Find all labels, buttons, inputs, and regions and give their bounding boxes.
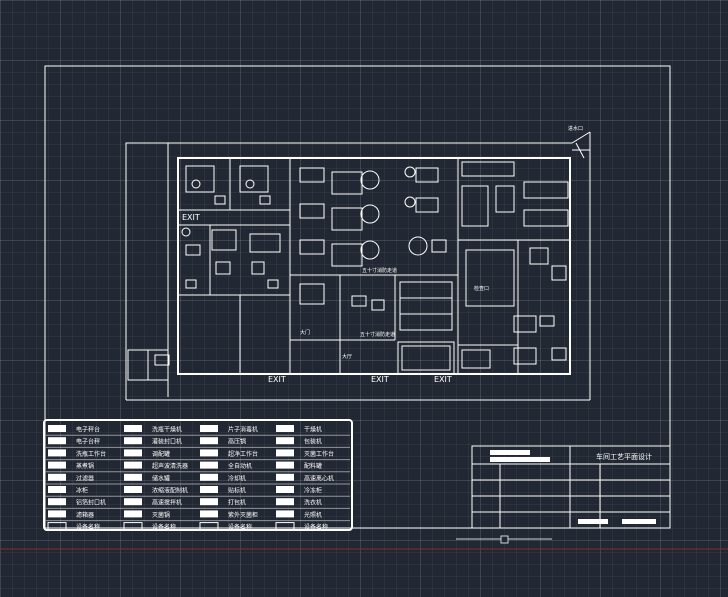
exit-label-3: EXIT xyxy=(371,375,389,384)
legend-item-name: 铝箔封口机 xyxy=(76,499,106,507)
legend-item-name: 贴标机 xyxy=(228,487,246,495)
legend-code-box xyxy=(200,425,218,432)
corridor-label-1: 五十寸消防走道 xyxy=(362,267,397,274)
legend-item-name: 配料罐 xyxy=(304,462,322,470)
legend-item-name: 包装机 xyxy=(304,438,322,446)
legend-code-box xyxy=(48,425,66,432)
legend-item-name: 过滤器 xyxy=(76,474,94,482)
legend-item-name: 全自动机 xyxy=(228,462,252,470)
legend-item-name: 干燥机 xyxy=(304,426,322,434)
legend-item-name: 调配罐 xyxy=(152,450,170,458)
legend-code-box xyxy=(276,449,294,457)
legend-code-box xyxy=(200,473,218,481)
legend-item-name: 片子消毒机 xyxy=(228,426,258,434)
equipment-group-right xyxy=(461,161,569,369)
legend-item-name: 超声波清洗器 xyxy=(152,462,188,470)
legend-item-name: 光照机 xyxy=(304,511,322,519)
legend-code-box xyxy=(275,522,295,531)
room-label-1: 大门 xyxy=(300,329,310,336)
legend-code-box xyxy=(200,498,218,506)
legend-code-box xyxy=(276,486,294,493)
legend-code-box xyxy=(48,498,66,506)
room-label-2: 大厅 xyxy=(342,353,352,360)
legend-item-name: 洗衣机 xyxy=(304,499,322,507)
equipment-group-lab xyxy=(181,165,281,289)
legend-code-box xyxy=(123,522,143,531)
legend-item-name: 高速搅拌机 xyxy=(152,499,182,507)
legend-code-box xyxy=(124,473,142,481)
legend-code-box xyxy=(48,461,66,469)
legend-code-box xyxy=(276,437,294,445)
legend-header-cell: 设备名称 xyxy=(228,523,252,531)
legend-item-name: 紫外灭菌柜 xyxy=(228,511,258,519)
inlet-label: 进水口 xyxy=(568,125,583,132)
legend-code-box xyxy=(200,510,218,518)
legend-header-cell: 设备名称 xyxy=(152,523,176,531)
legend-code-box xyxy=(124,461,142,469)
legend-item-name: 电子台秤 xyxy=(76,438,100,446)
legend-code-box xyxy=(276,461,294,469)
room-label-3: 检查口 xyxy=(474,285,489,292)
legend-item-name: 高速离心机 xyxy=(304,474,334,482)
legend-code-box xyxy=(200,449,218,457)
legend-item-name: 超净工作台 xyxy=(228,450,258,458)
legend-code-box xyxy=(276,510,294,518)
legend-code-box xyxy=(48,449,66,457)
legend-item-name: 冷冻柜 xyxy=(304,487,322,495)
legend-code-box xyxy=(200,486,218,493)
exit-label-1: EXIT xyxy=(182,213,200,222)
legend-item-name: 浓缩液配制机 xyxy=(152,487,188,495)
legend-item-name: 储水罐 xyxy=(152,474,170,482)
legend-code-box xyxy=(276,498,294,506)
exit-label-2: EXIT xyxy=(268,375,286,384)
legend-item-name: 灌装封口机 xyxy=(152,438,182,446)
legend-code-box xyxy=(47,522,67,531)
legend-item-name: 打包机 xyxy=(228,499,246,507)
legend-code-box xyxy=(124,510,142,518)
legend-header-cell: 设备名称 xyxy=(76,523,100,531)
legend-code-box xyxy=(124,486,142,493)
legend-code-box xyxy=(124,449,142,457)
drawing-title: 车间工艺平面设计 xyxy=(596,452,652,461)
legend-code-box xyxy=(276,425,294,432)
workshop-walls xyxy=(127,157,571,381)
legend-item-name: 电子秤台 xyxy=(76,426,100,434)
horizontal-scrollbar[interactable] xyxy=(456,535,552,544)
legend-item-name: 蒸煮锅 xyxy=(76,462,94,470)
drawing-frame xyxy=(44,65,671,529)
legend-item-name: 滤箱器 xyxy=(76,511,94,519)
legend-code-box xyxy=(48,510,66,518)
building-outline xyxy=(125,131,591,401)
legend-header-cell: 设备名称 xyxy=(304,523,328,531)
legend-code-box xyxy=(276,473,294,481)
legend-code-box xyxy=(200,461,218,469)
equipment-group-tanks xyxy=(299,166,447,267)
legend-item-name: 高压锅 xyxy=(228,438,246,446)
equipment-legend-table xyxy=(43,419,353,531)
equipment-group-packaging xyxy=(299,281,453,371)
legend-code-box xyxy=(48,473,66,481)
legend-item-name: 冰柜 xyxy=(76,487,88,495)
legend-code-box xyxy=(48,486,66,493)
exit-label-4: EXIT xyxy=(434,375,452,384)
title-block xyxy=(471,445,671,529)
legend-code-box xyxy=(200,437,218,445)
legend-code-box xyxy=(48,437,66,445)
legend-code-box xyxy=(124,425,142,432)
legend-item-name: 灭菌锅 xyxy=(152,511,170,519)
legend-code-box xyxy=(199,522,219,531)
legend-item-name: 洗瓶干燥机 xyxy=(152,426,182,434)
legend-item-name: 灭菌工作台 xyxy=(304,450,334,458)
legend-code-box xyxy=(124,498,142,506)
corridor-label-2: 五十寸消防走道 xyxy=(360,331,395,338)
legend-item-name: 洗瓶工作台 xyxy=(76,450,106,458)
legend-item-name: 冷却机 xyxy=(228,474,246,482)
legend-code-box xyxy=(124,437,142,445)
